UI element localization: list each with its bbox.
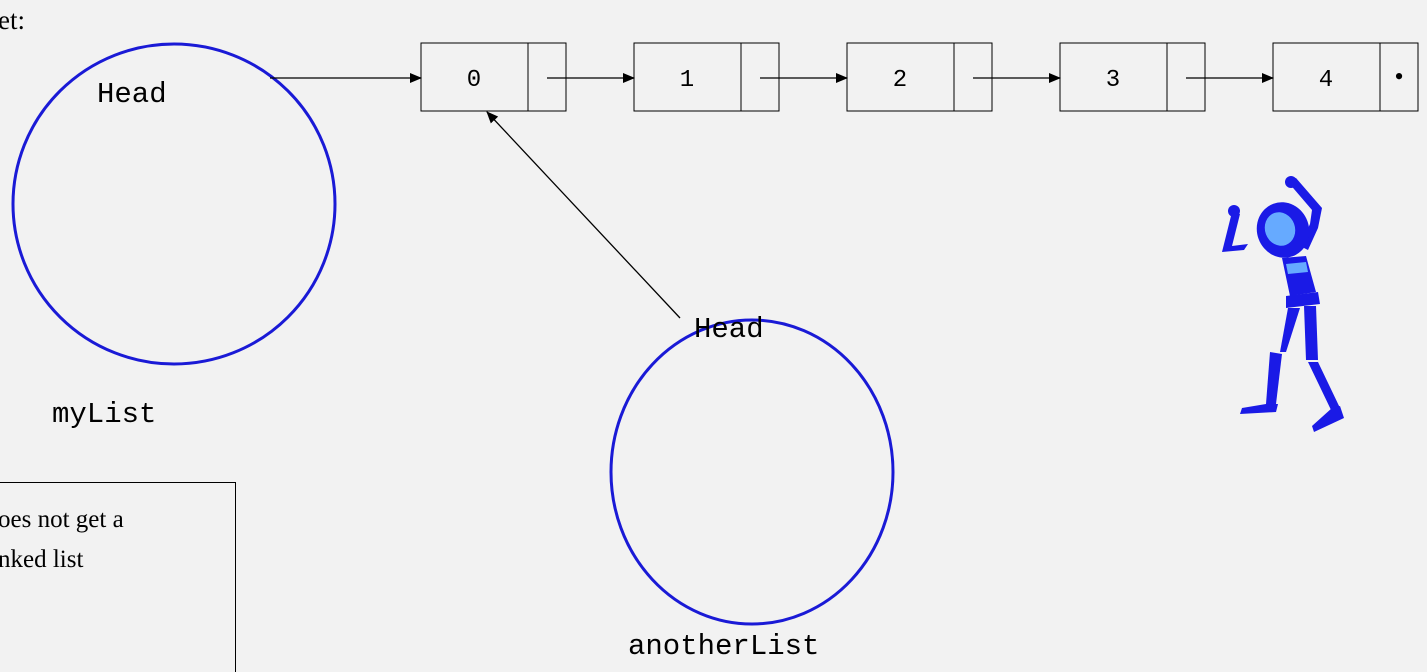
node-0-next-cell (527, 42, 567, 112)
mylist-circle (11, 42, 337, 366)
mylist-name-label: myList (52, 398, 157, 431)
node-2-next-cell (953, 42, 993, 112)
node-4-value: 4 (1319, 67, 1333, 94)
node-4: 4 • (1272, 42, 1419, 112)
node-0: 0 (420, 42, 567, 112)
node-0-value: 0 (467, 67, 481, 94)
node-3-value: 3 (1106, 67, 1120, 94)
node-1: 1 (633, 42, 780, 112)
stick-figure-hands-on-head-icon (1222, 176, 1344, 432)
mylist-head-label: Head (97, 78, 167, 111)
node-3-next-cell (1166, 42, 1206, 112)
node-1-value: 1 (680, 67, 694, 94)
anotherlist-circle (609, 318, 895, 626)
node-4-null-marker: • (1394, 62, 1403, 91)
node-2-value: 2 (893, 67, 907, 94)
node-4-next-cell (1379, 42, 1419, 112)
note-box: oes not get a nked list (0, 482, 236, 672)
note-line-1: oes not get a (0, 506, 124, 533)
node-3: 3 (1059, 42, 1206, 112)
node-2: 2 (846, 42, 993, 112)
anotherlist-name-label: anotherList (628, 630, 820, 663)
slide-top-left-text: et: (0, 5, 25, 35)
anotherlist-head-label: Head (694, 313, 764, 346)
note-line-2: nked list (0, 546, 84, 573)
anotherlist-head-arrow (486, 111, 681, 319)
node-1-next-cell (740, 42, 780, 112)
